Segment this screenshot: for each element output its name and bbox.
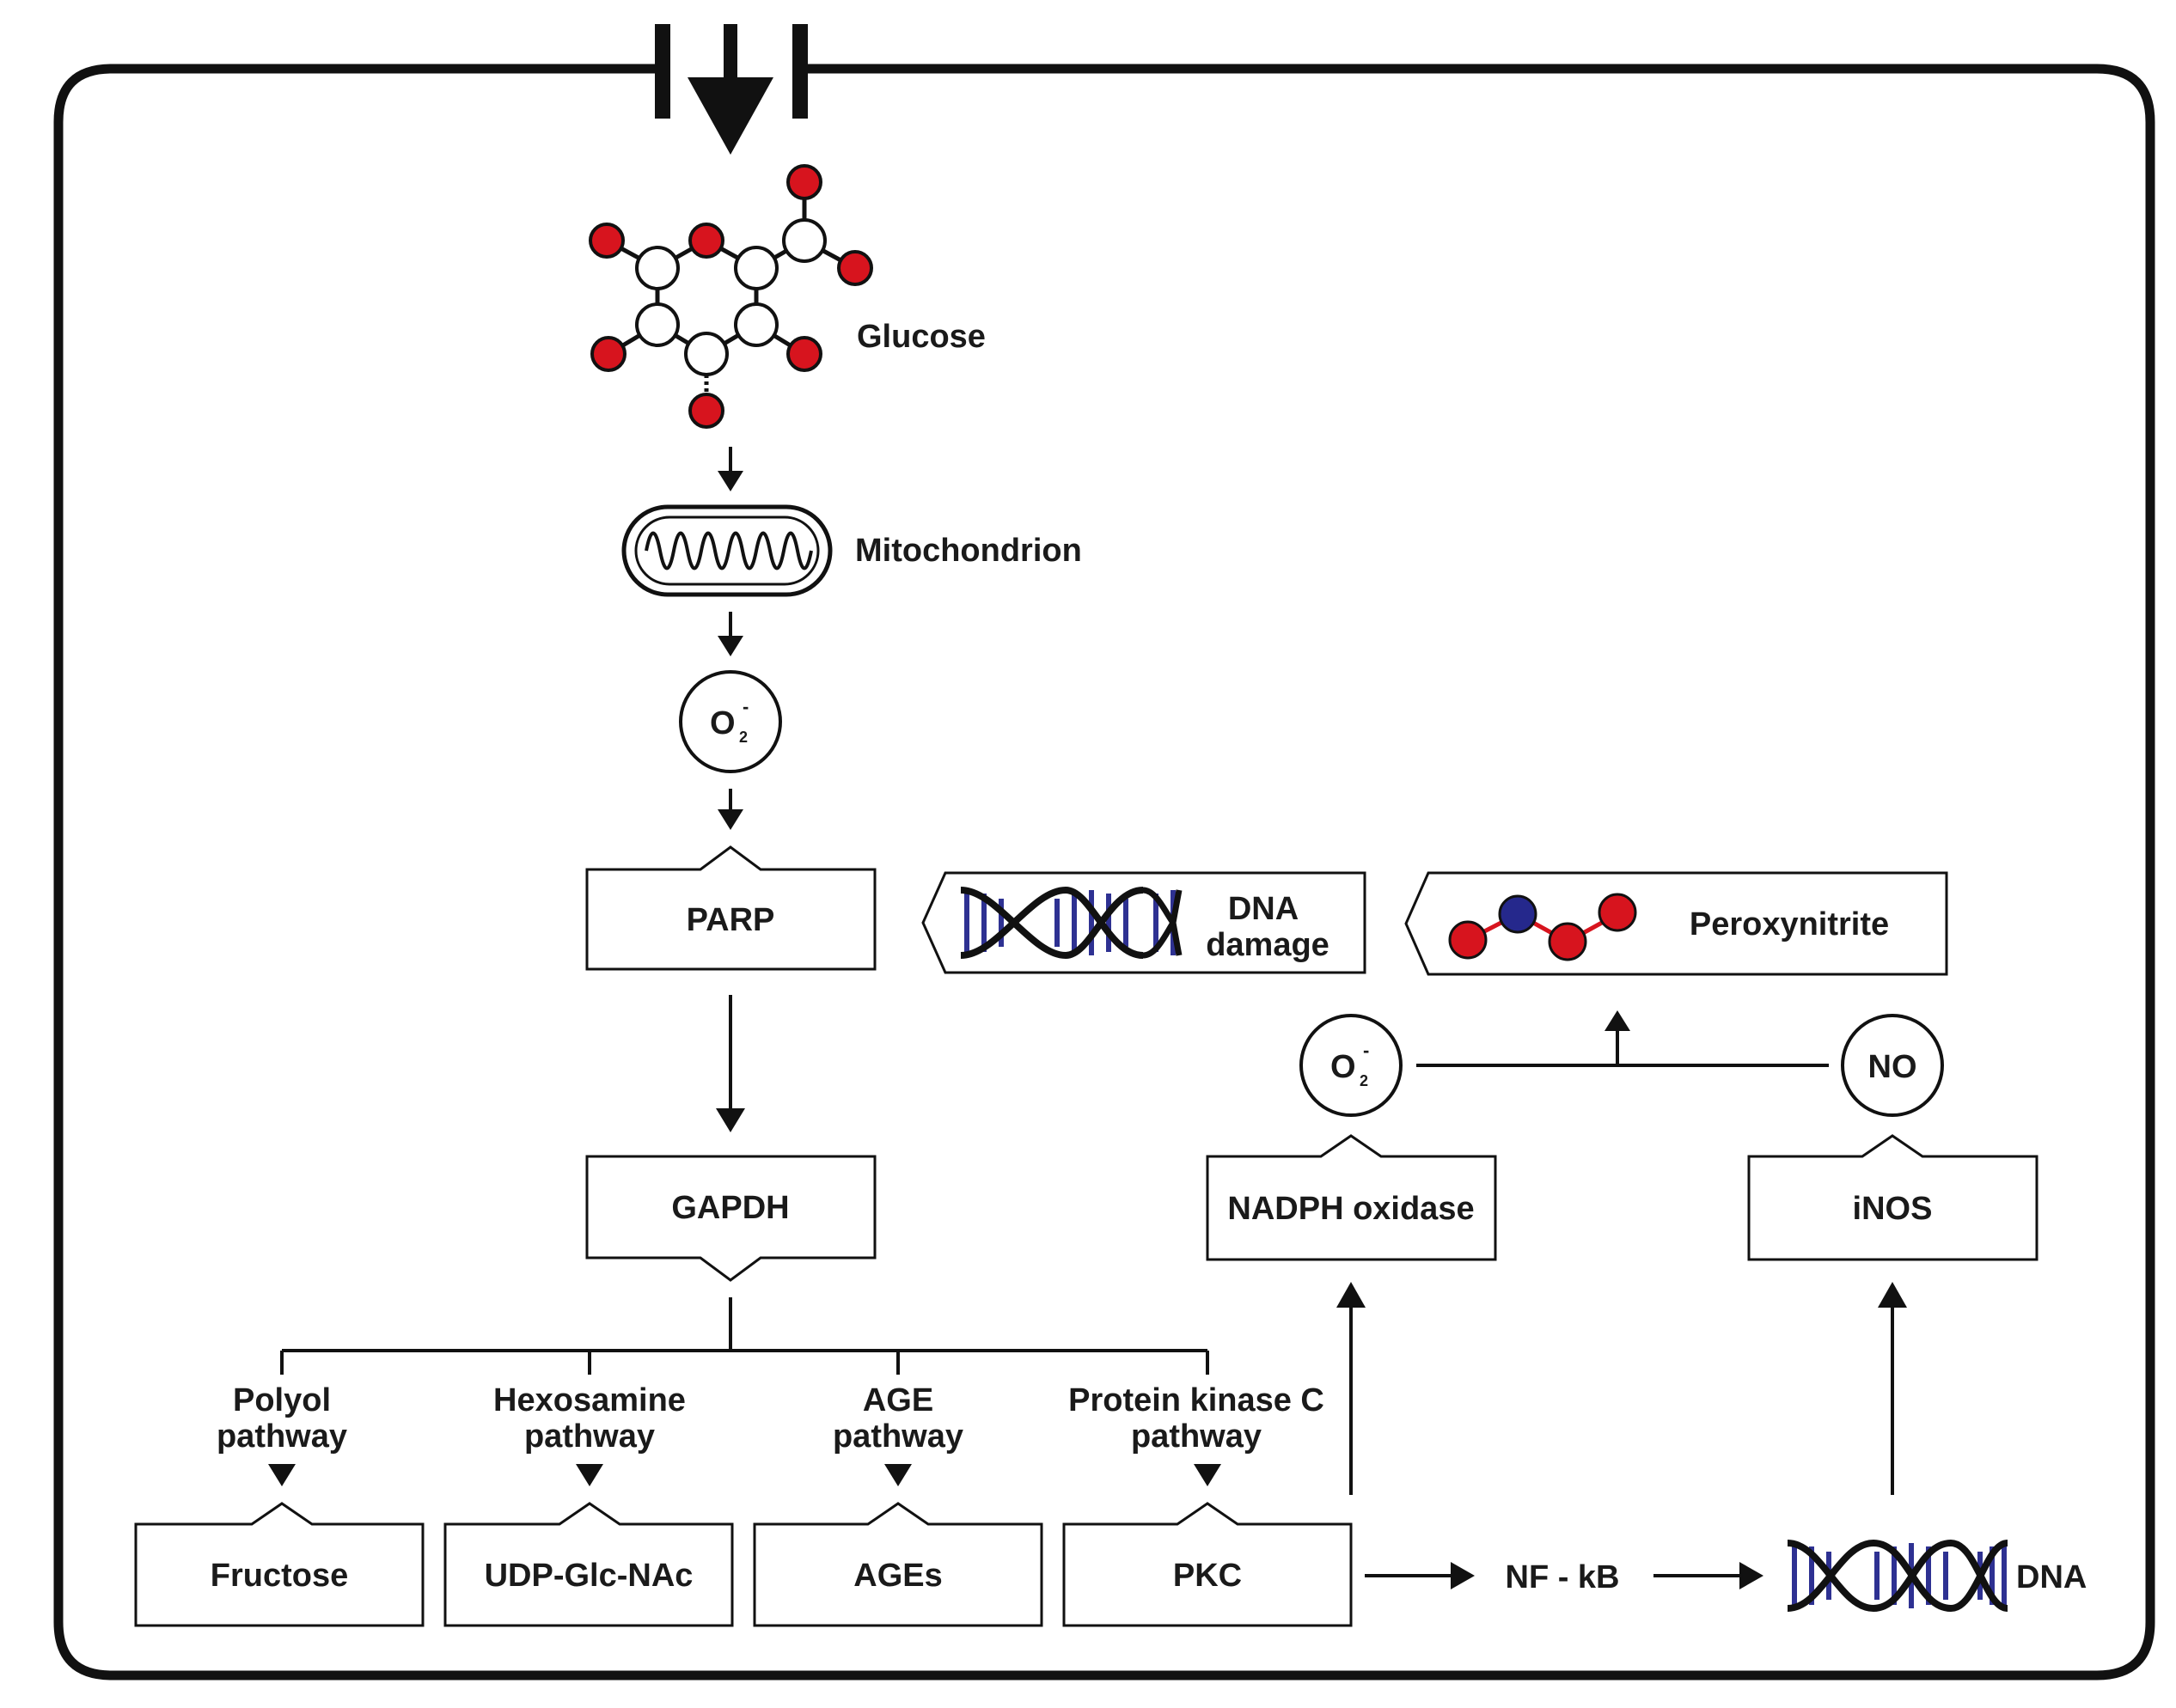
nadph-oxidase-label: NADPH oxidase [1227, 1191, 1474, 1227]
glucose-entry-arrow-icon [688, 77, 773, 155]
dna-damage-box: DNA damage [921, 871, 1366, 974]
gapdh-label: GAPDH [671, 1190, 789, 1226]
age-pathway-label-2: pathway [833, 1418, 963, 1455]
pkc-pathway-label-1: Protein kinase C [1068, 1382, 1324, 1418]
udp-glc-nac-label: UDP-Glc-NAc [485, 1558, 694, 1594]
arrow-nf-kb-to-dna [1653, 1562, 1763, 1589]
hexosamine-pathway-label-2: pathway [524, 1418, 655, 1455]
glucose-transporter [655, 24, 808, 155]
arrow-mitochondrion-to-superoxide [718, 612, 743, 656]
gapdh-box: GAPDH [585, 1155, 877, 1282]
dna-helix-icon [1787, 1539, 2008, 1613]
arrow-to-peroxynitrite [1416, 1010, 1829, 1067]
hexosamine-pathway-label-1: Hexosamine [493, 1382, 686, 1418]
nitric-oxide-label: NO [1868, 1049, 1917, 1085]
inos-box: iNOS [1747, 1134, 2038, 1261]
udp-glc-nac-box: UDP-Glc-NAc [443, 1502, 734, 1627]
arrow-superoxide-to-parp [718, 789, 743, 830]
inos-label: iNOS [1853, 1191, 1933, 1227]
parp-box: PARP [585, 845, 877, 971]
dna-damage-label-line1: DNA [1228, 891, 1299, 927]
pkc-box: PKC [1062, 1502, 1353, 1627]
dna-label: DNA [2016, 1559, 2087, 1595]
pathway-arrowheads [268, 1464, 1221, 1486]
nitric-oxide-circle: NO [1841, 1014, 1944, 1117]
mitochondrion-label: Mitochondrion [855, 533, 1082, 569]
damaged-dna-icon [960, 886, 1183, 960]
arrow-dna-to-inos [1878, 1282, 1907, 1495]
superoxide-label-top: O [710, 705, 736, 741]
polyol-pathway-label-2: pathway [217, 1418, 347, 1455]
glucose-molecule-icon [589, 164, 873, 429]
superoxide-sub-right: 2 [1360, 1072, 1368, 1089]
arrow-pkc-to-nadph-oxidase [1336, 1282, 1366, 1495]
parp-label: PARP [687, 902, 775, 938]
peroxynitrite-label: Peroxynitrite [1690, 906, 1889, 942]
cell-membrane [53, 64, 2155, 1681]
superoxide-label-right: O [1330, 1049, 1356, 1085]
fructose-label: Fructose [211, 1558, 348, 1594]
superoxide-sub-top: 2 [739, 729, 748, 746]
nf-kb-label: NF - kB [1506, 1559, 1620, 1595]
ages-box: AGEs [753, 1502, 1043, 1627]
dna-damage-label-line2: damage [1206, 927, 1329, 963]
nadph-oxidase-box: NADPH oxidase [1206, 1134, 1497, 1261]
pkc-pathway-label-2: pathway [1131, 1418, 1262, 1455]
peroxynitrite-molecule-icon [1448, 893, 1637, 961]
arrow-glucose-to-mitochondrion [718, 447, 743, 491]
arrow-pkc-to-nf-kb [1365, 1562, 1475, 1589]
superoxide-sup-right: - [1363, 1040, 1369, 1061]
ages-label: AGEs [853, 1558, 942, 1594]
fructose-box: Fructose [134, 1502, 425, 1627]
arrow-parp-to-gapdh [716, 995, 745, 1132]
mitochondrion-icon [621, 504, 833, 597]
superoxide-circle-top: O 2 - [679, 670, 782, 773]
superoxide-circle-right: O 2 - [1299, 1014, 1403, 1117]
pathway-branches [280, 1297, 1209, 1375]
polyol-pathway-label-1: Polyol [233, 1382, 331, 1418]
age-pathway-label-1: AGE [863, 1382, 933, 1418]
glucose-label: Glucose [857, 319, 986, 355]
superoxide-sup-top: - [743, 696, 749, 717]
peroxynitrite-box: Peroxynitrite [1404, 871, 1948, 976]
pkc-label: PKC [1173, 1558, 1242, 1594]
